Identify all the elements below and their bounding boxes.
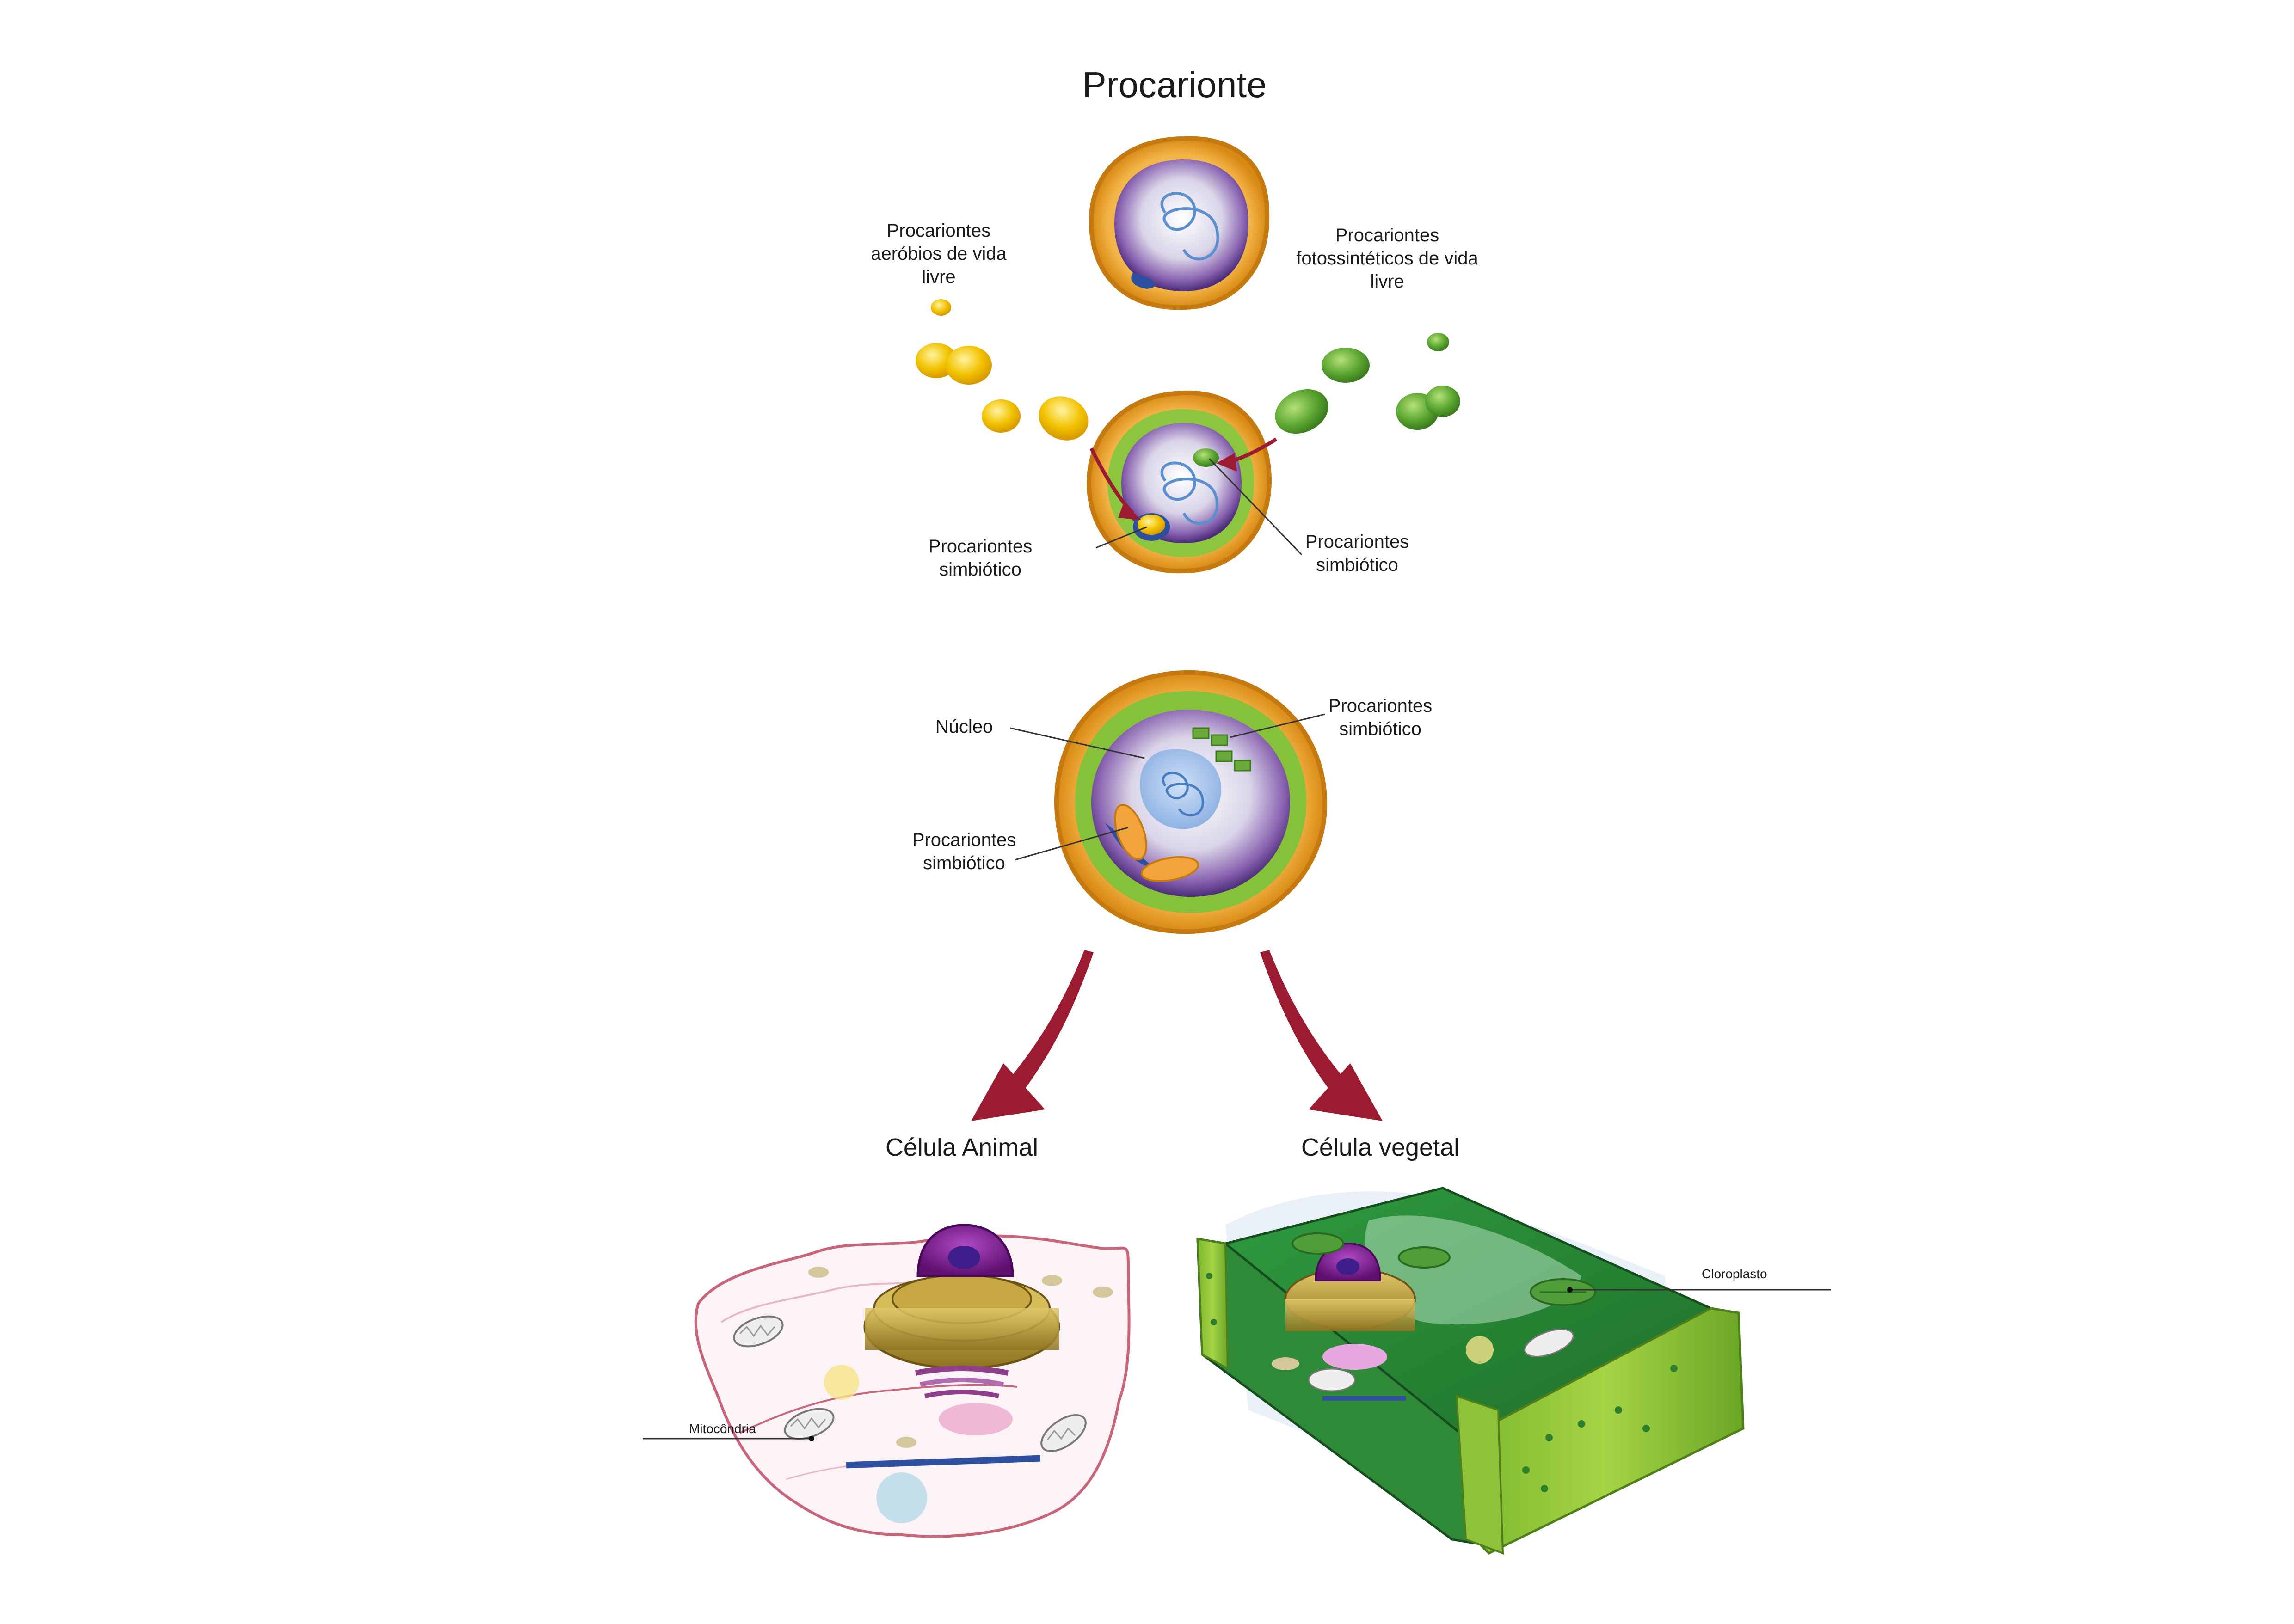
aerobic-bacterium — [946, 346, 992, 385]
svg-text:livre: livre — [1370, 271, 1404, 292]
arrow-to-plant — [1260, 950, 1383, 1121]
chloroplast — [1292, 1232, 1344, 1255]
aerobic-bacteria — [916, 299, 1089, 441]
plant-centrosome — [1466, 1336, 1494, 1364]
svg-text:livre: livre — [922, 267, 955, 287]
mitochondrion-early — [1140, 856, 1199, 882]
primitive-eukaryote — [1054, 670, 1328, 934]
label-mitochondria: Mitocôndria — [689, 1422, 756, 1436]
photosynthetic-bacterium — [1425, 386, 1460, 417]
photosynthetic-bacteria — [1275, 333, 1460, 434]
mitochondrion — [1040, 1414, 1087, 1452]
photosynthetic-bacterium — [1427, 333, 1449, 351]
centrosome — [824, 1365, 859, 1400]
label-nucleus: Núcleo — [935, 717, 993, 737]
host-prokaryote — [1089, 136, 1270, 310]
plant-cell — [1196, 1187, 1745, 1555]
svg-text:fotossintéticos de vida: fotossintéticos de vida — [1296, 248, 1478, 269]
svg-text:simbiótico: simbiótico — [1316, 555, 1398, 575]
mitochondrion — [784, 1408, 835, 1440]
plant-golgi — [1322, 1344, 1387, 1370]
title: Procarionte — [1082, 64, 1267, 105]
label-photosynthetic-free: Procariontes fotossintéticos de vida liv… — [1296, 225, 1478, 292]
label-symbiotic-left: Procariontes simbiótico — [929, 536, 1033, 580]
arrow-to-animal — [971, 950, 1094, 1121]
label-symbiotic-right: Procariontes simbiótico — [1305, 532, 1409, 575]
nucleolus — [948, 1246, 980, 1269]
microtubule — [846, 1455, 1041, 1469]
aerobic-bacterium — [1039, 396, 1089, 441]
svg-text:Procariontes: Procariontes — [887, 221, 991, 241]
mitochondrion-early — [1114, 803, 1147, 861]
engulfing-cell — [1086, 390, 1272, 574]
label-symbiotic-mito: Procariontes simbiótico — [912, 830, 1016, 873]
vacuole — [1365, 1215, 1581, 1325]
animal-cell — [694, 1224, 1131, 1538]
svg-text:simbiótico: simbiótico — [923, 853, 1005, 873]
photosynthetic-bacterium — [1275, 389, 1328, 434]
plant-microtubule — [1322, 1396, 1406, 1401]
aerobic-bacterium — [931, 299, 951, 316]
engulfed-aerobic-bacterium — [1138, 515, 1165, 535]
svg-text:Procariontes: Procariontes — [1335, 225, 1439, 245]
golgi-apparatus — [915, 1366, 1009, 1398]
mitochondrion — [733, 1315, 784, 1348]
svg-text:Procariontes: Procariontes — [929, 536, 1033, 557]
label-symbiotic-chloroplast: Procariontes simbiótico — [1328, 696, 1433, 739]
chloroplast-early — [1192, 727, 1251, 772]
photosynthetic-bacterium — [1322, 348, 1370, 383]
plant-mitochondrion — [1308, 1368, 1356, 1392]
lysosome — [876, 1472, 927, 1523]
vesicle-cluster — [939, 1403, 1013, 1435]
chloroplast — [1530, 1278, 1596, 1306]
aerobic-bacterium — [982, 399, 1021, 433]
label-aerobic-free: Procariontes aeróbios de vida livre — [871, 221, 1007, 287]
svg-text:Procariontes: Procariontes — [912, 830, 1016, 850]
svg-text:simbiótico: simbiótico — [939, 559, 1021, 580]
chloroplast — [1398, 1246, 1451, 1269]
svg-text:Procariontes: Procariontes — [1305, 532, 1409, 552]
label-animal-cell: Célula Animal — [886, 1134, 1038, 1161]
label-plant-cell: Célula vegetal — [1301, 1134, 1459, 1161]
svg-text:aeróbios de vida: aeróbios de vida — [871, 244, 1007, 264]
svg-text:Procariontes: Procariontes — [1328, 696, 1433, 716]
nucleoid-dna — [1160, 192, 1219, 261]
label-chloroplast: Cloroplasto — [1702, 1267, 1767, 1281]
svg-text:simbiótico: simbiótico — [1339, 719, 1421, 739]
plant-mitochondrion — [1524, 1329, 1574, 1357]
